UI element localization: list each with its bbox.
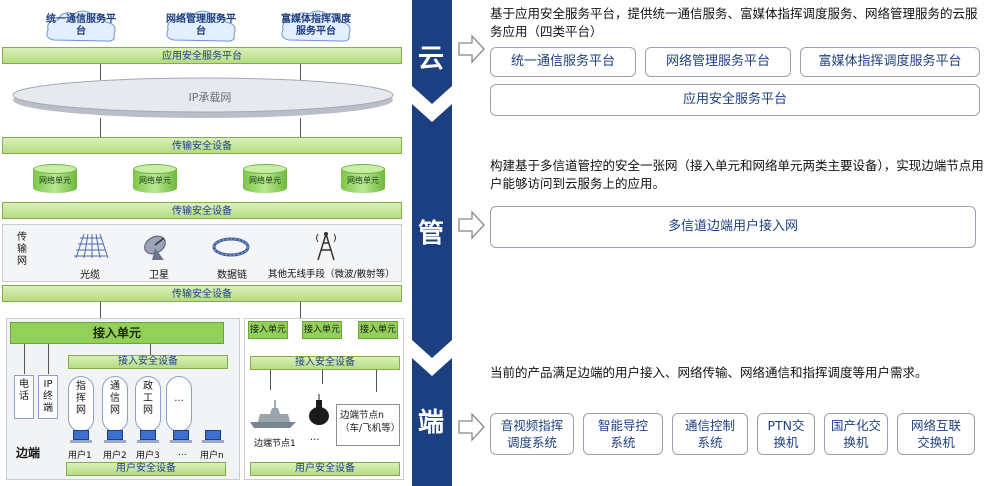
cloud-network-mgmt: 网络管理服务平台 bbox=[164, 8, 238, 46]
more-net-oval: ... bbox=[166, 376, 192, 432]
user-security-bar: 用户安全设备 bbox=[66, 462, 226, 476]
laptop-icon bbox=[170, 430, 192, 444]
connector-line bbox=[24, 344, 25, 374]
access-unit-small: 接入单元 bbox=[358, 321, 398, 339]
edge-node-1-label: 边端节点1 bbox=[254, 439, 296, 449]
network-unit-cylinder: 网络单元 bbox=[243, 164, 287, 198]
network-unit-cylinder: 网络单元 bbox=[133, 164, 177, 198]
band-label-cloud: 云 bbox=[417, 44, 444, 74]
connector-line bbox=[150, 344, 151, 356]
connector-line bbox=[300, 64, 301, 80]
end-box-av-command: 音视频指挥调度系统 bbox=[490, 413, 574, 455]
band-label-pipe: 管 bbox=[417, 219, 444, 249]
laptop-icon bbox=[137, 430, 159, 444]
transport-network-box bbox=[2, 224, 402, 282]
access-unit-small: 接入单元 bbox=[302, 321, 342, 339]
end-box-domestic-switch: 国产化交换机 bbox=[824, 413, 888, 455]
laptop-icon bbox=[104, 430, 126, 444]
band-label-end: 端 bbox=[417, 408, 444, 438]
transport-label-fiber: 光缆 bbox=[80, 270, 100, 281]
cloud-label: 统一通信服务平台 bbox=[46, 14, 116, 37]
end-description: 当前的产品满足边端的用户接入、网络传输、网络通信和指挥调度等用户需求。 bbox=[490, 365, 928, 380]
comm-net-oval: 通信网 bbox=[102, 376, 128, 432]
phone-label: 电话 bbox=[19, 379, 29, 402]
cloud-unified-comm: 统一通信服务平台 bbox=[44, 8, 118, 46]
phone-box: 电话 bbox=[14, 375, 34, 419]
cloud-pipe-end-band bbox=[412, 0, 452, 486]
cloud-box-unified-comm: 统一通信服务平台 bbox=[490, 47, 636, 77]
ip-terminal-box: IP终端 bbox=[38, 375, 58, 419]
connector-line bbox=[100, 118, 101, 138]
transport-label-satellite: 卫星 bbox=[149, 270, 169, 281]
transport-network-header: 传输网 bbox=[17, 232, 27, 267]
network-unit-cylinder: 网络单元 bbox=[33, 164, 77, 198]
transport-label-wireless: 其他无线手段（微波/散射等） bbox=[268, 269, 395, 280]
submarine-icon bbox=[309, 394, 329, 425]
arrow-right-icon bbox=[458, 210, 485, 240]
user-label: 用户2 bbox=[103, 451, 127, 461]
data-link-ring-icon bbox=[212, 237, 250, 257]
edge-node-dots: ... bbox=[310, 432, 320, 443]
end-box-comm-control: 通信控制系统 bbox=[672, 413, 748, 455]
radio-tower-icon bbox=[316, 232, 336, 261]
transport-security-bar: 传输安全设备 bbox=[2, 202, 402, 219]
pipe-box-access-network: 多信道边端用户接入网 bbox=[490, 206, 976, 248]
connector-line bbox=[300, 118, 301, 138]
connector-line bbox=[270, 370, 271, 390]
edge-node-n-box bbox=[336, 404, 400, 446]
connector-line bbox=[322, 370, 323, 384]
command-net-oval: 指挥网 bbox=[68, 376, 94, 432]
laptop-icon bbox=[70, 430, 92, 444]
connector-line bbox=[300, 302, 301, 320]
cloud-description: 基于应用安全服务平台，提供统一通信服务、富媒体指挥调度服务、网络管理服务的云服务… bbox=[490, 6, 978, 39]
end-box-ptn-switch: PTN交换机 bbox=[757, 413, 815, 455]
architecture-diagram: 统一通信服务平台 网络管理服务平台 富媒体指挥调度服务平台 应用安全服务平台 I… bbox=[0, 0, 410, 486]
cloud-box-rich-media: 富媒体指挥调度服务平台 bbox=[800, 47, 980, 77]
access-unit-small: 接入单元 bbox=[248, 321, 288, 339]
network-unit-cylinder: 网络单元 bbox=[341, 164, 385, 198]
cloud-label: 网络管理服务平台 bbox=[166, 14, 236, 37]
connector-line bbox=[48, 344, 49, 374]
app-security-platform-bar: 应用安全服务平台 bbox=[2, 47, 402, 64]
transport-label-datalink: 数据链 bbox=[217, 270, 247, 281]
user-security-bar: 用户安全设备 bbox=[250, 462, 400, 476]
ip-network-label: IP承载网 bbox=[188, 91, 232, 104]
access-security-bar: 接入安全设备 bbox=[250, 356, 400, 370]
connector-line bbox=[376, 370, 377, 392]
user-label: ... bbox=[178, 448, 187, 458]
cloud-label: 富媒体指挥调度服务平台 bbox=[281, 14, 351, 37]
connector-line bbox=[100, 302, 101, 322]
ip-network-disc bbox=[12, 77, 394, 118]
satellite-dish-icon bbox=[144, 235, 166, 260]
connector-line bbox=[100, 64, 101, 80]
user-label: 用户3 bbox=[136, 451, 160, 461]
warship-icon bbox=[250, 400, 296, 428]
arrow-right-icon bbox=[458, 412, 485, 442]
cloud-rich-media: 富媒体指挥调度服务平台 bbox=[279, 8, 353, 46]
user-label: 用户n bbox=[200, 451, 224, 461]
user-label: 用户1 bbox=[68, 451, 92, 461]
end-box-smart-guide: 智能导控系统 bbox=[583, 413, 663, 455]
edge-label: 边端 bbox=[16, 446, 41, 460]
pipe-description: 构建基于多信道管控的安全一张网（接入单元和网络单元两类主要设备），实现边端节点用… bbox=[490, 158, 984, 191]
cloud-box-network-mgmt: 网络管理服务平台 bbox=[645, 47, 791, 77]
fiber-optic-icon bbox=[74, 233, 109, 259]
edge-right-area bbox=[244, 318, 404, 480]
cloud-box-app-security: 应用安全服务平台 bbox=[490, 84, 980, 116]
laptop-icon bbox=[202, 430, 224, 444]
end-box-interconnect-switch: 网络互联交换机 bbox=[897, 413, 975, 455]
access-security-bar: 接入安全设备 bbox=[68, 355, 228, 369]
edge-node-n-label: 边端节点n（车/飞机等） bbox=[340, 410, 401, 434]
arrow-right-icon bbox=[458, 34, 485, 64]
transport-security-bar: 传输安全设备 bbox=[2, 285, 402, 302]
access-unit-bar: 接入单元 bbox=[10, 322, 224, 344]
transport-security-bar: 传输安全设备 bbox=[2, 137, 402, 154]
ip-terminal-label: IP终端 bbox=[43, 379, 53, 414]
political-net-oval: 政工网 bbox=[135, 376, 161, 432]
